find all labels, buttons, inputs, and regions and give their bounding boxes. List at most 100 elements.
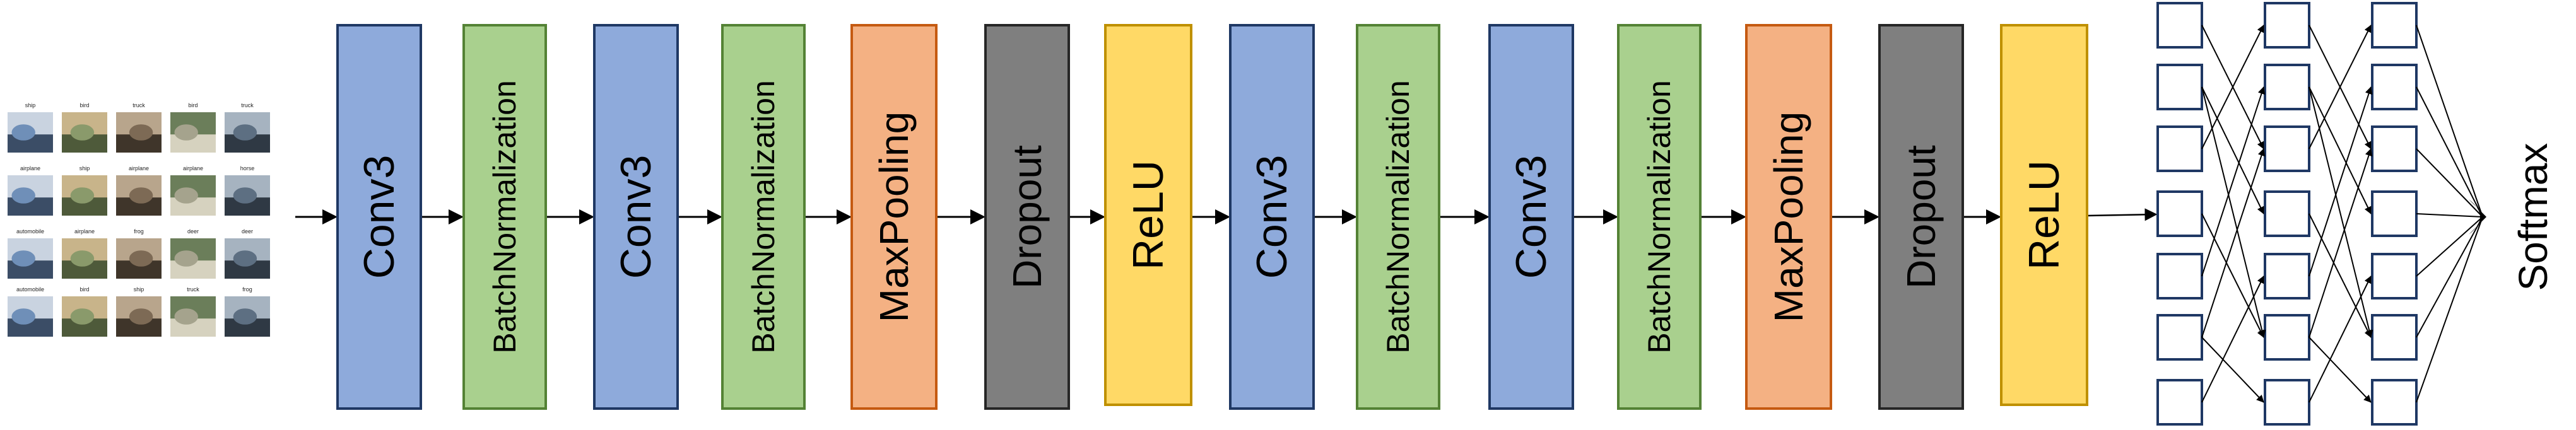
dense-connection	[2201, 148, 2266, 338]
sample-image	[225, 238, 270, 279]
dense-connection	[2308, 86, 2372, 214]
layer-label: Conv3	[612, 155, 660, 279]
softmax-connection	[2416, 213, 2483, 218]
neuron	[2156, 314, 2203, 361]
layer-label: Conv3	[1248, 155, 1296, 279]
softmax-connection	[2416, 216, 2483, 403]
image-caption: ship	[79, 165, 90, 171]
layer-label: Conv3	[355, 155, 403, 279]
dense-connection	[2201, 276, 2264, 403]
dense-connection	[2308, 86, 2373, 338]
neuron	[2264, 64, 2310, 110]
image-caption: airplane	[183, 165, 203, 171]
layer-label: MaxPooling	[1766, 112, 1811, 322]
layer-stack: Conv3 BatchNormalization Conv3 BatchNormali…	[336, 24, 2088, 410]
sample-image	[116, 238, 162, 279]
image-caption: horse	[240, 165, 255, 171]
softmax-output: Softmax	[2416, 25, 2556, 403]
sample-image	[225, 175, 270, 216]
layer-relu: ReLU	[1104, 24, 1192, 406]
image-caption: deer	[187, 228, 199, 235]
sample-image	[170, 296, 216, 337]
layer-bn: BatchNormalization	[1356, 24, 1440, 410]
layer-label: Conv3	[1507, 155, 1555, 279]
softmax-connection	[2416, 86, 2483, 218]
neuron	[2264, 2, 2310, 49]
layer-label: BatchNormalization	[746, 80, 781, 354]
dense-connection	[2201, 213, 2264, 338]
image-caption: truck	[132, 102, 145, 108]
sample-image	[116, 175, 162, 216]
layer-conv: Conv3	[1229, 24, 1315, 410]
dense-connection	[2308, 86, 2373, 277]
layer-relu: ReLU	[2000, 24, 2088, 406]
layer-dropout: Dropout	[1878, 24, 1964, 410]
dense-connection	[2201, 86, 2266, 338]
image-caption: bird	[188, 102, 197, 108]
sample-image	[116, 112, 162, 153]
neuron	[2156, 253, 2203, 299]
neuron	[2156, 379, 2203, 426]
layer-dropout: Dropout	[984, 24, 1070, 410]
image-caption: truck	[187, 286, 199, 293]
sample-image	[8, 112, 53, 153]
sample-image	[170, 112, 216, 153]
neuron	[2371, 253, 2418, 299]
image-caption: truck	[241, 102, 254, 108]
softmax-label: Softmax	[2510, 143, 2556, 291]
dense-connection	[2201, 86, 2266, 277]
image-caption: airplane	[129, 165, 149, 171]
dense-input-arrow	[2088, 208, 2158, 221]
sample-image	[225, 112, 270, 153]
image-caption: airplane	[74, 228, 95, 235]
layer-label: BatchNormalization	[487, 80, 522, 354]
image-caption: airplane	[20, 165, 40, 171]
layer-label: ReLU	[2020, 160, 2068, 270]
image-caption: ship	[25, 102, 36, 108]
image-caption: deer	[242, 228, 253, 235]
softmax-node	[2469, 199, 2486, 235]
neuron	[2264, 253, 2310, 299]
sample-image	[62, 112, 107, 153]
neuron	[2156, 64, 2203, 110]
sample-image	[116, 296, 162, 337]
sample-image	[170, 238, 216, 279]
layer-label: Dropout	[1898, 145, 1944, 289]
image-caption: bird	[79, 286, 89, 293]
image-caption: automobile	[16, 286, 44, 293]
layer-label: Dropout	[1004, 145, 1050, 289]
neuron	[2371, 64, 2418, 110]
dense-network	[2156, 2, 2418, 426]
neuron	[2371, 2, 2418, 49]
layer-connectors	[295, 208, 2158, 224]
sample-image	[8, 296, 53, 337]
neuron	[2264, 379, 2310, 426]
layer-conv: Conv3	[593, 24, 679, 410]
dense-connection	[2308, 337, 2372, 403]
sample-image	[8, 238, 53, 279]
layer-label: BatchNormalization	[1380, 80, 1416, 354]
softmax-connection	[2416, 25, 2483, 218]
layer-bn: BatchNormalization	[462, 24, 547, 410]
layer-bn: BatchNormalization	[721, 24, 806, 410]
layer-bn: BatchNormalization	[1617, 24, 1702, 410]
sample-image	[8, 175, 53, 216]
dense-connection	[2308, 276, 2372, 403]
neuron	[2264, 190, 2310, 237]
image-caption: bird	[79, 102, 89, 108]
dense-connection	[2201, 337, 2264, 403]
input-image-grid: ship bird truck bird truck airplane ship airpla…	[8, 102, 270, 337]
neuron	[2156, 190, 2203, 237]
sample-image	[62, 175, 107, 216]
layer-pool: MaxPooling	[850, 24, 938, 410]
layer-pool: MaxPooling	[1745, 24, 1832, 410]
softmax-connection	[2416, 148, 2483, 218]
sample-image	[62, 238, 107, 279]
neuron	[2264, 314, 2310, 361]
dense-connection	[2308, 148, 2373, 338]
neuron	[2371, 379, 2418, 426]
softmax-connection	[2416, 216, 2483, 277]
dense-connection	[2201, 86, 2264, 214]
sample-image	[170, 175, 216, 216]
